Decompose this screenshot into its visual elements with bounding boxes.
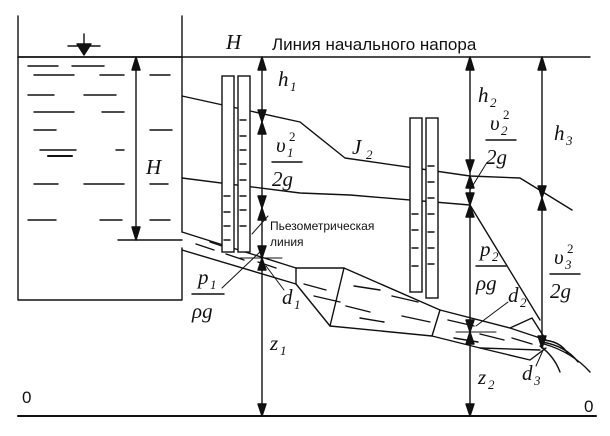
initial-head-line-label: Линия начального напора [272, 35, 477, 54]
p2-denominator: ρg [475, 271, 497, 295]
piezometric-line-label-2: линия [270, 235, 304, 249]
outflow-jet [539, 339, 591, 373]
p1-denominator: ρg [191, 299, 213, 323]
d3-label: d [522, 361, 533, 385]
energy-line-J-label: J [352, 135, 363, 159]
v3-subscript: 3 [564, 257, 572, 272]
d1-label: d [282, 285, 293, 309]
v3-denominator: 2g [550, 279, 571, 303]
section-2-dimensions [455, 56, 497, 417]
p2-subscript: 2 [492, 249, 499, 264]
h1-subscript: 1 [290, 79, 297, 94]
piezometer-2 [409, 117, 439, 299]
h2-subscript: 2 [490, 95, 497, 110]
p1-leader [221, 249, 263, 289]
d1-leader [265, 265, 285, 291]
v2-denominator: 2g [486, 145, 507, 169]
datum-label-right: 0 [584, 397, 593, 416]
energy-line [181, 95, 573, 211]
h3-label: h [554, 121, 565, 145]
d1-subscript: 1 [294, 297, 301, 312]
d2-label: d [508, 283, 519, 307]
datum-label-left: 0 [22, 388, 31, 407]
z2-label: z [477, 365, 486, 389]
z2-subscript: 2 [488, 377, 495, 392]
v1-denominator: 2g [272, 167, 293, 191]
z1-label: z [269, 331, 278, 355]
d3-subscript: 3 [533, 373, 541, 388]
pipe [181, 231, 547, 361]
section-3-dimensions [537, 56, 547, 349]
piezometer-1 [221, 75, 251, 253]
v2-superscript: 2 [503, 107, 510, 122]
d2-subscript: 2 [520, 295, 527, 310]
tank-head-dimension [117, 56, 183, 241]
section-1-dimensions [239, 56, 283, 417]
reservoir: H [17, 15, 183, 301]
v1-subscript: 1 [287, 145, 294, 160]
v2-label: υ [490, 111, 500, 135]
v1-label: υ [276, 133, 286, 157]
reservoir-walls [17, 15, 183, 301]
energy-line-J-subscript: 2 [366, 147, 373, 162]
piezometric-line [181, 177, 541, 321]
p1-subscript: 1 [210, 277, 217, 292]
h3-subscript: 3 [565, 133, 573, 148]
z1-subscript: 1 [280, 343, 287, 358]
h1-label: h [278, 67, 289, 91]
d2-leader [475, 301, 509, 327]
d3-leader [535, 347, 545, 367]
water-level-marker-icon [67, 33, 101, 56]
initial-head-H-label: H [225, 30, 243, 54]
v3-label: υ [554, 245, 564, 269]
water-hatching [27, 65, 173, 221]
v2-subscript: 2 [501, 123, 508, 138]
piezometric-leader [251, 215, 269, 235]
p2-label: p [478, 237, 491, 261]
piezometric-line-label-1: Пьезометрическая [270, 219, 374, 233]
pipe-flow-hatching [195, 241, 533, 345]
tank-head-label: H [145, 155, 163, 179]
v3-superscript: 2 [567, 241, 574, 256]
h2-label: h [478, 83, 489, 107]
p1-label: p [196, 265, 209, 289]
v1-superscript: 2 [289, 129, 296, 144]
v2-leader [469, 163, 487, 191]
